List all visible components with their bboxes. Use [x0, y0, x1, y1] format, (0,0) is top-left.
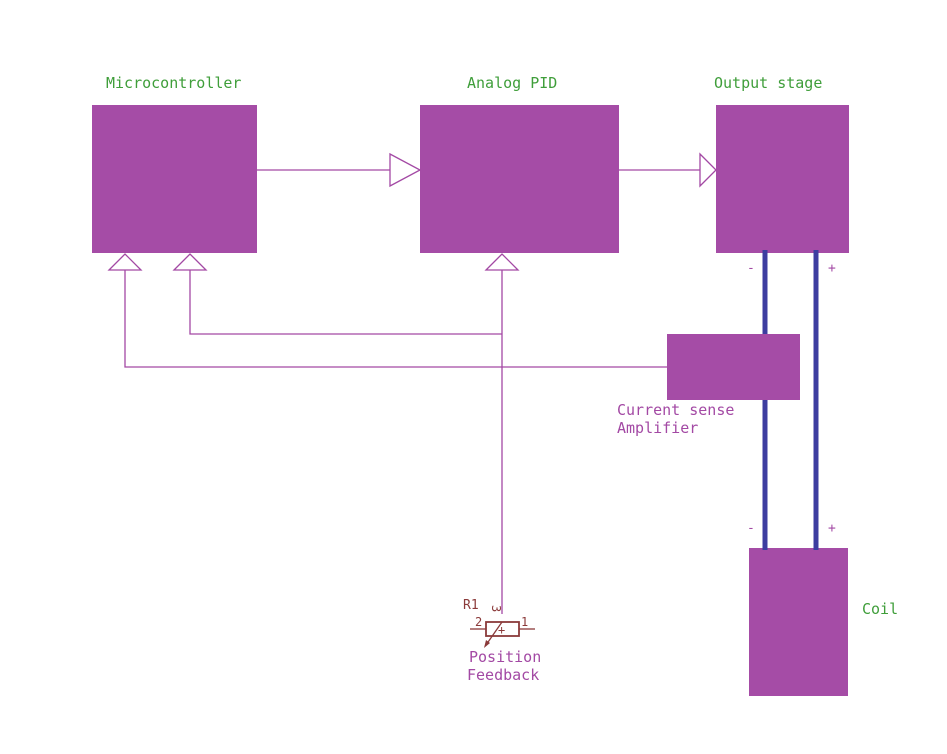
wire-position-to-mcu: [189, 270, 502, 335]
pid-input-arrow: [389, 152, 422, 188]
output-stage-block[interactable]: [716, 105, 849, 253]
coil-plus-pin-label: +: [828, 521, 836, 536]
position-feedback-label-line1: Position: [469, 648, 541, 666]
mcu-position-input-arrow: [172, 253, 208, 271]
analog-pid-label: Analog PID: [467, 74, 557, 92]
current-sense-amplifier-block[interactable]: [667, 334, 800, 400]
pot-pin2-label: 2: [475, 615, 482, 629]
current-sense-label-line2: Amplifier: [617, 419, 698, 437]
microcontroller-block[interactable]: [92, 105, 257, 253]
output-stage-input-arrow: [699, 152, 717, 188]
coil-label: Coil: [862, 600, 898, 618]
pot-wiper-mark: +: [498, 623, 505, 637]
output-plus-pin-label: +: [828, 261, 836, 276]
potentiometer-r1[interactable]: R1 2 1 3 +: [463, 598, 535, 648]
position-feedback-label-line2: Feedback: [467, 666, 539, 684]
current-sense-label-line1: Current sense: [617, 401, 734, 419]
analog-pid-block[interactable]: [420, 105, 619, 253]
output-stage-label: Output stage: [714, 74, 822, 92]
pot-wiper-arrowhead: [484, 640, 490, 648]
coil-block[interactable]: [749, 548, 848, 696]
pot-wiper-arrow: [485, 621, 503, 646]
pid-feedback-arrow: [484, 253, 520, 271]
pot-pin1-label: 1: [521, 615, 528, 629]
pot-body: [485, 621, 520, 637]
output-minus-pin-label: -: [747, 261, 755, 276]
microcontroller-label: Microcontroller: [106, 74, 241, 92]
wire-current-sense-to-mcu: [124, 270, 667, 368]
pot-pin3-label: 3: [489, 605, 503, 612]
mcu-current-input-arrow: [107, 253, 143, 271]
pot-ref-label: R1: [463, 598, 479, 613]
coil-minus-pin-label: -: [747, 521, 755, 536]
